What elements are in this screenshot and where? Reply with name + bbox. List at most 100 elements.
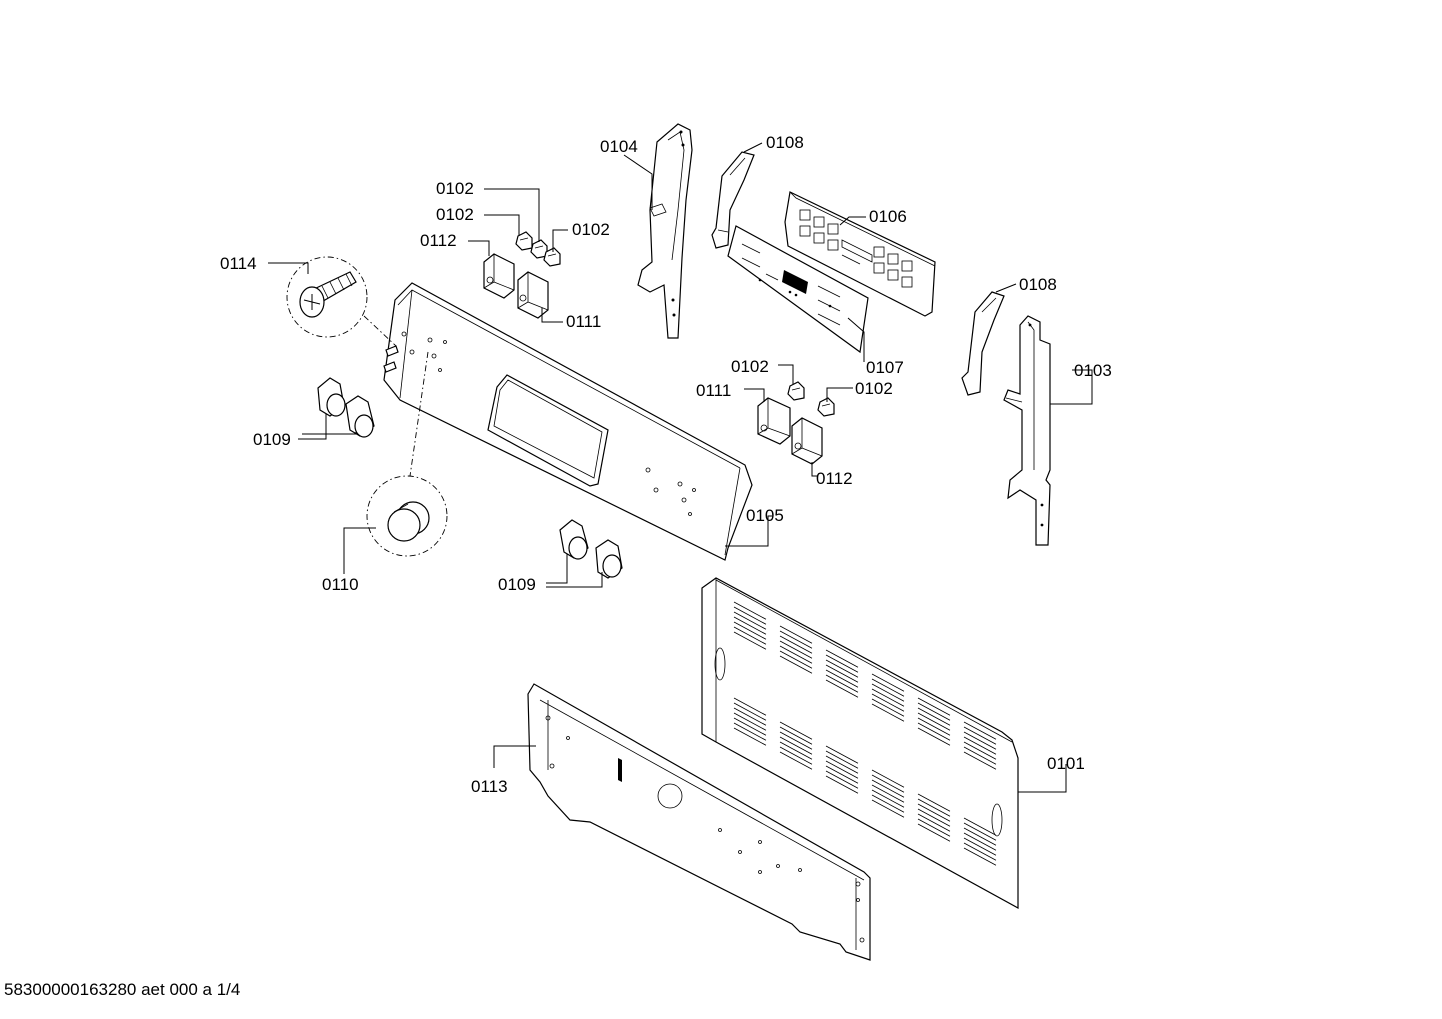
louver-slot [779,731,813,750]
louver-slot [733,631,767,650]
louver-slot [963,726,997,745]
louver-slot [733,722,767,741]
label-0103: 0103 [1074,361,1112,380]
louver-slot [825,760,859,779]
louver-slot [779,640,813,659]
louver-slot [917,697,951,716]
louver-slot [825,669,859,688]
louver-slot [825,679,859,698]
louver-slot [733,626,767,645]
panel-side-screws [383,345,399,373]
louver-slot [779,741,813,760]
louver-slot [917,707,951,726]
panel-display-window [487,374,609,487]
part-0108-strap-lower[interactable] [961,291,1005,396]
label-0102-c: 0102 [572,220,610,239]
part-0102-switch-c[interactable] [543,247,561,267]
part-0112-infinite-switch-lower[interactable] [791,417,823,465]
louver-slot [871,789,905,808]
louver-slot [825,775,859,794]
louver-slot [779,635,813,654]
louver-slot [963,822,997,841]
louver-slot [733,611,767,630]
louver-slot [779,751,813,770]
leader-lines [268,142,1093,793]
part-0105-control-panel[interactable] [383,282,753,561]
part-0109-knob-lower-b[interactable] [595,539,623,579]
louver-slot [779,736,813,755]
louver-slot [825,654,859,673]
part-0109-knob-lower-a[interactable] [559,519,589,560]
part-0114-screw[interactable] [286,256,368,338]
louver-slot [825,755,859,774]
louver-slot [917,727,951,746]
part-0106-control-board[interactable] [784,191,936,317]
louver-slot [779,625,813,644]
label-0110: 0110 [322,575,359,594]
label-0109-lower: 0109 [498,575,536,594]
louver-slot [733,606,767,625]
louver-slot [733,717,767,736]
louver-slot [871,688,905,707]
label-0102-e: 0102 [855,379,893,398]
louver-slot [871,784,905,803]
louver-slot [825,770,859,789]
label-0114: 0114 [220,254,257,273]
label-0104: 0104 [600,137,638,156]
part-0110-button-knob[interactable] [366,475,448,557]
louver-slot [917,818,951,837]
louver-slot [779,726,813,745]
louver-slot [917,803,951,822]
louver-slot [917,798,951,817]
part-0104-side-bracket[interactable] [637,123,693,339]
louver-slot [963,837,997,856]
part-0108-strap-upper[interactable] [711,151,755,249]
louver-slot [963,736,997,755]
louver-slot [963,741,997,760]
louver-slot [871,673,905,692]
louver-slot [871,703,905,722]
louver-slot [733,621,767,640]
louver-slot [871,799,905,818]
louver-slot [825,750,859,769]
label-0106: 0106 [869,207,907,226]
louver-slot [871,683,905,702]
louver-slot [733,702,767,721]
louver-slot [825,659,859,678]
louver-slot [825,664,859,683]
louver-slot [871,698,905,717]
board-relays [799,209,913,288]
part-0101-rear-cover[interactable] [701,577,1019,910]
part-0107-overlay-panel[interactable] [727,225,869,354]
louver-slot [917,808,951,827]
louver-slot [825,649,859,668]
part-0109-knob-left-a[interactable] [317,377,346,417]
louver-slot [825,765,859,784]
label-0111-lower: 0111 [696,381,731,400]
part-0111-infinite-switch-lower[interactable] [757,397,791,445]
louver-slot [871,779,905,798]
part-0109-knob-left-b[interactable] [345,395,375,438]
part-0102-switch-d[interactable] [787,381,805,401]
louver-slot [779,655,813,674]
part-0112-infinite-switch-upper[interactable] [483,253,515,299]
part-0103-side-bracket[interactable] [1003,315,1051,546]
label-0108-lower: 0108 [1019,275,1057,294]
louver-slot [871,769,905,788]
louver-slot [963,751,997,770]
louver-slot [733,601,767,620]
louver-slot [733,727,767,746]
part-0111-infinite-switch-upper[interactable] [517,271,549,319]
part-0102-switch-a[interactable] [515,231,533,251]
part-0102-switch-e[interactable] [817,397,835,417]
label-0102-d: 0102 [731,357,769,376]
panel-mount-holes [401,331,696,516]
part-0113-mounting-plate[interactable] [527,683,871,961]
label-0113: 0113 [471,777,508,796]
louver-slot [963,731,997,750]
louver-slot [733,707,767,726]
louver-slot [963,827,997,846]
louver-slot [779,746,813,765]
label-0112-lower: 0112 [816,469,853,488]
